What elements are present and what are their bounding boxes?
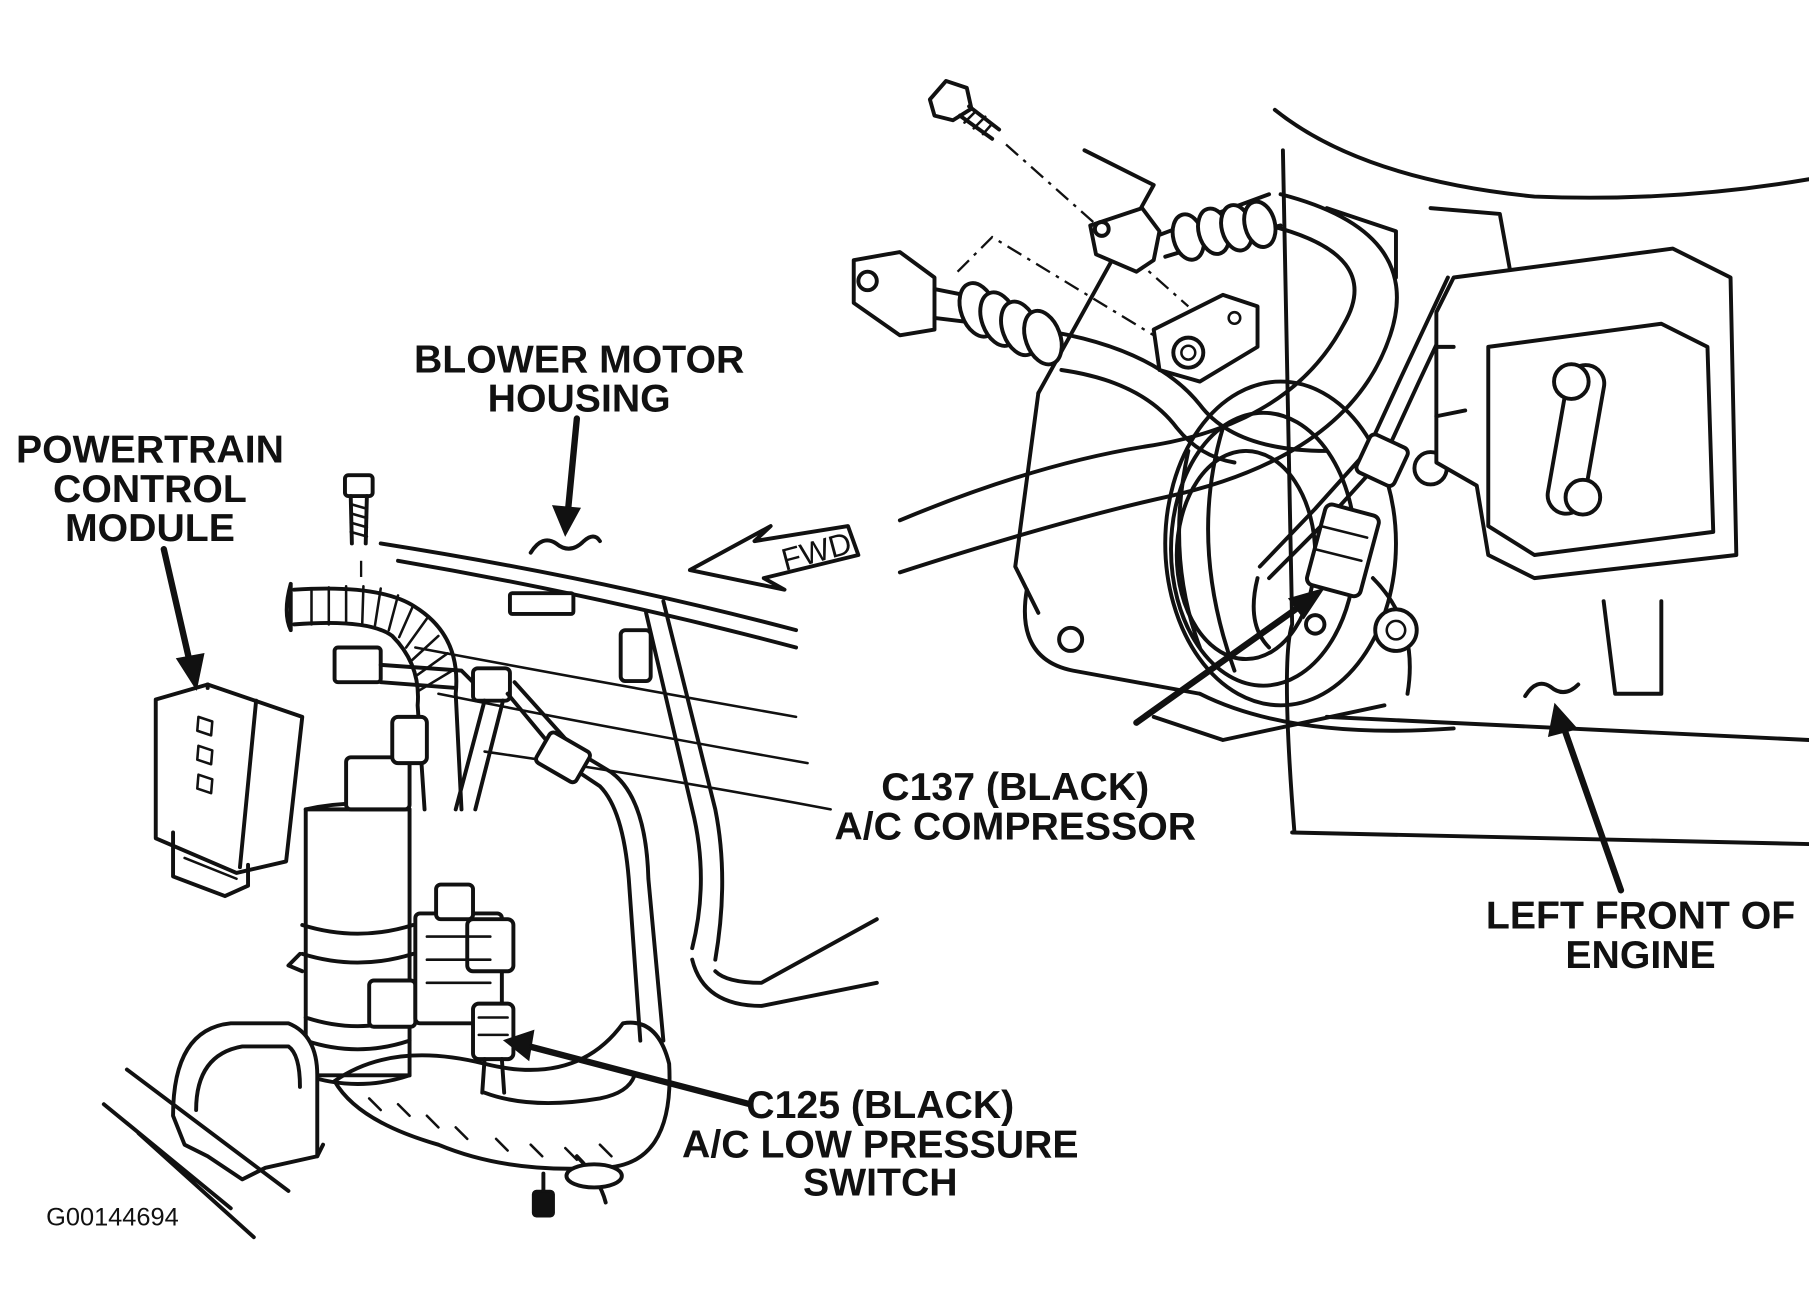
c137-label-line1: C137 (BLACK) [881, 765, 1149, 809]
figure-id: G00144694 [46, 1204, 179, 1232]
pcm-arrow [160, 546, 205, 691]
c125-label: C125 (BLACK) A/C LOW PRESSURE SWITCH [682, 1083, 1078, 1205]
cowl-trim-drawing [101, 1021, 325, 1240]
right-compressor-illustration [851, 78, 1809, 847]
fwd-text: FWD [778, 525, 856, 577]
powertrain-control-module-drawing [153, 682, 305, 899]
blower-housing-tilde [528, 534, 602, 555]
manifold-block-drawing [1151, 292, 1260, 384]
c125-label-line1: C125 (BLACK) [746, 1083, 1014, 1127]
leader-arrows [160, 415, 1625, 1108]
tube-bracket-drawing [332, 645, 666, 1043]
c125-arrow [502, 1029, 754, 1108]
powertrain-control-module-label: POWERTRAIN CONTROL MODULE [16, 427, 284, 550]
left-front-engine-label: LEFT FRONT OF ENGINE [1486, 893, 1795, 976]
engine-arrow [1547, 702, 1625, 894]
pcm-label-line2: CONTROL [53, 467, 247, 511]
engine-label-line1: LEFT FRONT OF [1486, 893, 1795, 937]
blower-motor-housing-label: BLOWER MOTOR HOUSING [414, 337, 744, 420]
blower-housing-arrow [551, 415, 582, 537]
c125-label-line2: A/C LOW PRESSURE [682, 1122, 1078, 1166]
blower-motor-housing-label-line1: BLOWER MOTOR [414, 337, 744, 381]
hose-fittings-upper-drawing [1088, 199, 1278, 274]
c137-label-line2: A/C COMPRESSOR [834, 804, 1196, 848]
compressor-bolt-drawing [927, 78, 1002, 141]
engine-side-cover-drawing [1434, 246, 1739, 696]
forward-direction-arrow: FWD [687, 524, 861, 592]
blower-motor-housing-drawing [378, 541, 879, 1008]
engine-label-line2: ENGINE [1565, 933, 1715, 977]
c125-connector-drawing [471, 1001, 516, 1095]
pcm-bolt-drawing [342, 473, 375, 546]
c137-connector-drawing [1251, 275, 1468, 650]
switch-bracket-drawing [413, 882, 516, 1026]
wiring-harness-drawing [332, 1020, 672, 1218]
refrigerant-hoses-drawing [897, 192, 1399, 575]
accumulator-drawing [286, 714, 429, 1086]
c137-arrow [1133, 587, 1325, 726]
engine-tilde [1523, 681, 1581, 699]
pcm-label-line3: MODULE [65, 506, 235, 550]
bolt-guide-line-upper [1005, 143, 1190, 308]
ac-compressor-drawing [1022, 379, 1449, 708]
bolt-guide-line-left [956, 235, 1155, 337]
pcm-label-line1: POWERTRAIN [16, 427, 284, 471]
c125-label-line3: SWITCH [803, 1161, 958, 1205]
blower-motor-housing-label-line2: HOUSING [488, 377, 671, 421]
left-engine-bay-illustration [101, 473, 879, 1240]
c137-label: C137 (BLACK) A/C COMPRESSOR [834, 765, 1196, 848]
hose-fittings-left-drawing [851, 250, 1064, 367]
